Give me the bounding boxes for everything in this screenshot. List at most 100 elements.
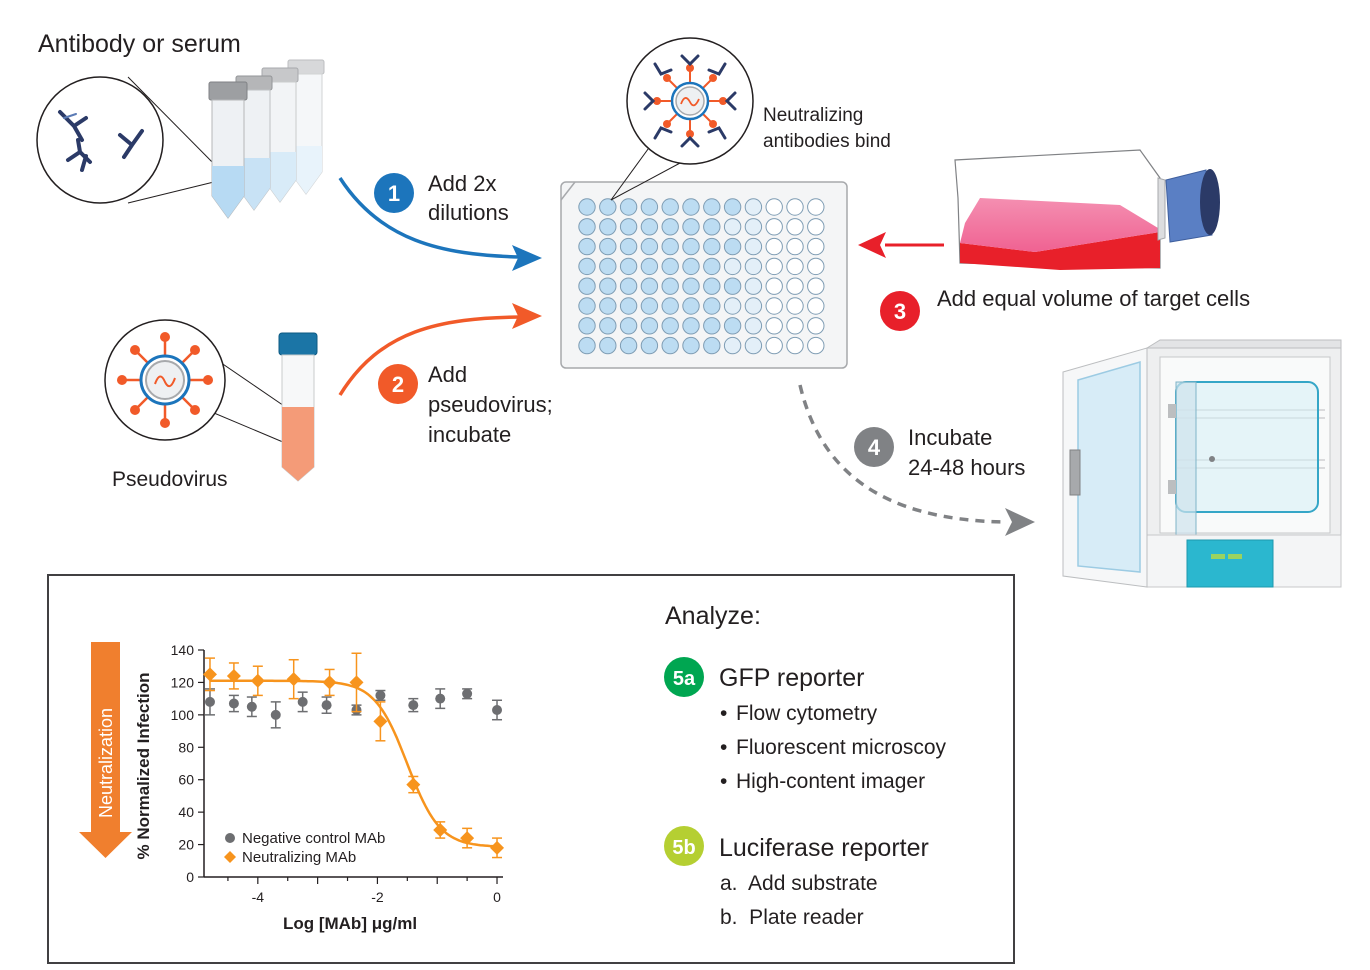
plate-well (619, 297, 638, 315)
plate-well (765, 297, 783, 315)
legend-label: Neutralizing MAb (242, 849, 356, 866)
step1-line2: dilutions (428, 200, 509, 225)
control-point (321, 700, 332, 711)
gfp-item: Flow cytometry (736, 702, 878, 725)
antibody-title: Antibody or serum (38, 30, 241, 58)
neutralizing-point (226, 668, 241, 683)
plate-well (682, 218, 700, 236)
chart-y-axis-label: % Normalized Infection (134, 672, 153, 859)
plate-well (599, 218, 617, 236)
y-tick-label: 40 (178, 804, 194, 820)
svg-text:•: • (720, 736, 727, 759)
y-tick-label: 140 (171, 642, 195, 658)
plate-well (599, 257, 617, 276)
plate-well (578, 198, 596, 216)
step2-badge: 2 (378, 364, 418, 404)
neutralized-virus-icon (643, 54, 737, 148)
plate-well (619, 237, 638, 256)
plate-well (703, 257, 721, 276)
neutralizing-point (349, 675, 364, 690)
y-tick-label: 100 (171, 707, 195, 723)
chart-x-axis-label: Log [MAb] μg/ml (283, 914, 417, 933)
callout-line1: Neutralizing (763, 105, 863, 126)
plate-well (703, 237, 721, 256)
neutralization-arrow-label: Neutralization (96, 708, 116, 818)
plate-well (744, 257, 763, 276)
plate-well (807, 257, 825, 276)
y-tick-label: 120 (171, 674, 195, 690)
plate-well (682, 297, 700, 315)
plate-well (682, 237, 700, 256)
svg-text:•: • (720, 770, 727, 793)
well-plate (560, 181, 848, 369)
control-point (492, 704, 503, 715)
plate-well (765, 336, 783, 355)
plate-well (786, 198, 804, 216)
plate-well (578, 317, 596, 335)
plate-well (578, 237, 596, 256)
gfp-title: GFP reporter (719, 664, 864, 692)
plate-well (807, 218, 825, 236)
legend-label: Negative control MAb (242, 830, 385, 847)
plate-well (744, 317, 763, 335)
y-tick-label: 80 (178, 739, 194, 755)
plate-well (682, 336, 700, 355)
tube-rack (208, 59, 325, 219)
step4-line2: 24-48 hours (908, 455, 1025, 480)
control-point (435, 693, 446, 704)
gfp-badge: 5a (664, 657, 704, 697)
gfp-badge-text: 5a (673, 668, 696, 690)
plate-well (619, 336, 638, 355)
plate-well (661, 257, 679, 276)
plate-well (744, 218, 763, 236)
neutralizing-point (490, 840, 505, 855)
plate-well (661, 317, 679, 335)
luciferase-item: a. Add substrate (720, 872, 878, 895)
step1-badge: 1 (374, 173, 414, 213)
step3-number: 3 (894, 299, 906, 324)
neutralizing-point (460, 831, 475, 846)
neutralization-callout (610, 37, 754, 201)
control-point (408, 700, 419, 711)
plate-well (765, 277, 783, 295)
plate-well (723, 317, 742, 335)
control-point (246, 701, 257, 712)
step1-number: 1 (388, 181, 400, 206)
antibody-icon (58, 110, 144, 172)
plate-well (723, 218, 742, 236)
well-grid (578, 198, 825, 355)
plate-well (661, 198, 679, 216)
plate-well (640, 317, 659, 335)
plate-well (807, 237, 825, 256)
pseudovirus-magnifier (104, 319, 291, 446)
y-tick-label: 60 (178, 772, 194, 788)
plate-well (619, 257, 638, 276)
neutralizing-point (202, 667, 217, 682)
plate-well (744, 277, 763, 295)
plate-well (661, 218, 679, 236)
neutralizing-point (373, 714, 388, 729)
step2-line1: Add (428, 362, 467, 387)
arrow-add-cells (858, 232, 944, 258)
plate-well (703, 218, 721, 236)
neutralizing-point (406, 777, 421, 792)
step2-line3: incubate (428, 422, 511, 447)
plate-well (723, 257, 742, 276)
gfp-list: • Flow cytometry • Fluorescent microscoy… (720, 702, 947, 793)
plate-well (578, 257, 596, 276)
step2-number: 2 (392, 372, 404, 397)
x-tick-label: -2 (371, 889, 384, 905)
plate-well (723, 336, 742, 355)
control-point (375, 690, 386, 701)
control-point (297, 696, 308, 707)
neutralization-arrow: Neutralization (79, 642, 132, 858)
plate-well (619, 218, 638, 236)
plate-well (765, 257, 783, 276)
analyze-title: Analyze: (665, 602, 761, 630)
plate-well (661, 237, 679, 256)
antibody-magnifier (36, 76, 223, 204)
plate-well (765, 218, 783, 236)
plate-well (599, 277, 617, 295)
